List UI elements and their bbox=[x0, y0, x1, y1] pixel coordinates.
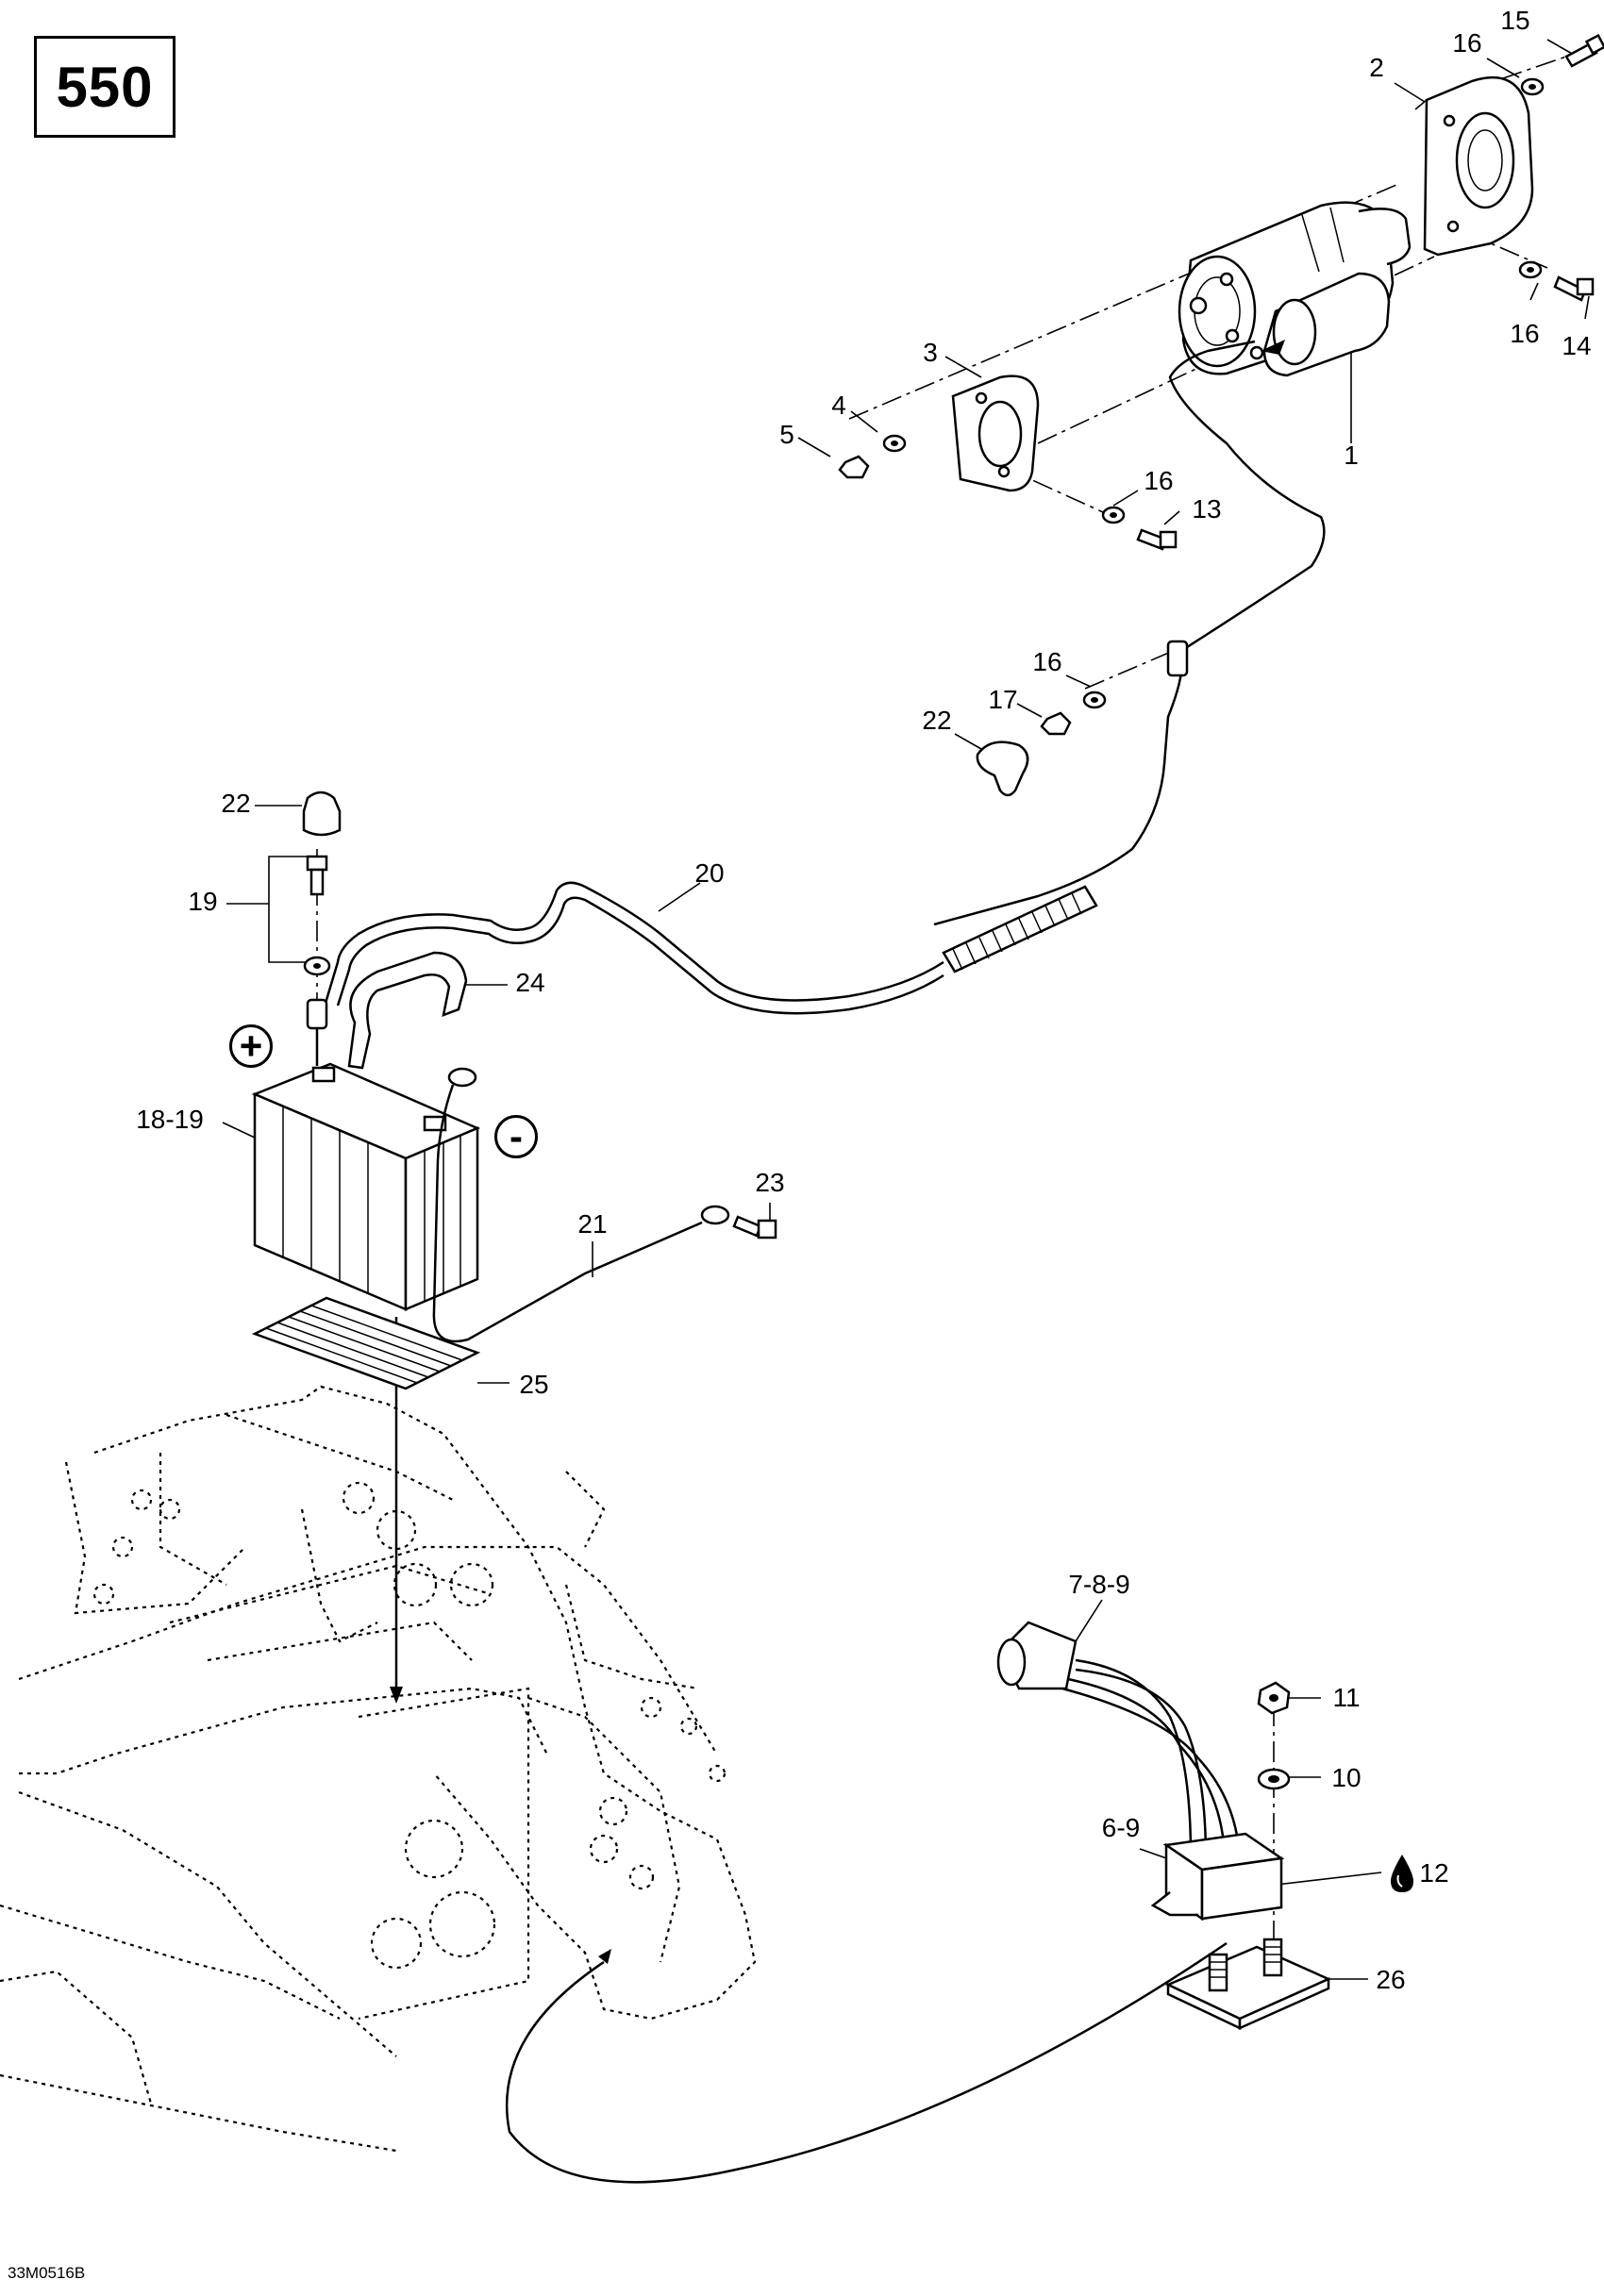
callout-23[interactable]: 23 bbox=[755, 1168, 785, 1197]
callout-16-mid[interactable]: 16 bbox=[1144, 466, 1174, 495]
wiring-harness bbox=[996, 1621, 1242, 1863]
callout-5[interactable]: 5 bbox=[779, 420, 794, 449]
callout-26[interactable]: 26 bbox=[1376, 1965, 1406, 1994]
callout-4[interactable]: 4 bbox=[831, 391, 846, 420]
routing-line bbox=[505, 1941, 1228, 2184]
starter-motor bbox=[1178, 201, 1412, 377]
support-plate bbox=[951, 374, 1040, 492]
battery-pad bbox=[251, 1296, 481, 1390]
callout-25[interactable]: 25 bbox=[519, 1370, 549, 1399]
battery-strap bbox=[347, 951, 468, 1070]
negative-cable bbox=[432, 1067, 730, 1343]
callout-17[interactable]: 17 bbox=[988, 685, 1018, 714]
mounting-bracket bbox=[1414, 75, 1534, 257]
callout-13[interactable]: 13 bbox=[1192, 494, 1222, 524]
negative-terminal-symbol: - bbox=[494, 1115, 538, 1158]
positive-cable bbox=[319, 340, 1326, 1029]
drawing-code: 33M0516B bbox=[8, 2264, 86, 2282]
chassis-frame bbox=[0, 1385, 757, 2153]
callout-16-top[interactable]: 16 bbox=[1452, 28, 1482, 58]
callout-10[interactable]: 10 bbox=[1331, 1763, 1362, 1792]
voltage-regulator bbox=[1150, 1832, 1285, 1922]
callout-16-lower[interactable]: 16 bbox=[1032, 647, 1062, 676]
callout-1[interactable]: 1 bbox=[1344, 441, 1359, 470]
mounting-plate bbox=[1164, 1938, 1332, 2030]
callout-22-lower[interactable]: 22 bbox=[922, 706, 952, 735]
battery bbox=[251, 1062, 481, 1311]
leader-lines bbox=[222, 39, 1590, 1980]
assembly-axes bbox=[316, 56, 1567, 1953]
cable-sleeve bbox=[942, 885, 1098, 973]
hardware-fasteners bbox=[302, 33, 1604, 1240]
callout-7-8-9[interactable]: 7-8-9 bbox=[1068, 1570, 1130, 1599]
callout-18-19[interactable]: 18-19 bbox=[136, 1105, 204, 1134]
terminal-cable bbox=[306, 998, 328, 1066]
oil-drop-icon bbox=[1391, 1855, 1413, 1892]
callout-15[interactable]: 15 bbox=[1500, 6, 1530, 35]
callout-6-9[interactable]: 6-9 bbox=[1101, 1813, 1141, 1842]
callout-22-top[interactable]: 22 bbox=[221, 789, 251, 818]
callout-19[interactable]: 19 bbox=[188, 887, 218, 916]
callout-12[interactable]: 12 bbox=[1419, 1858, 1449, 1888]
callout-14[interactable]: 14 bbox=[1562, 331, 1592, 360]
regulator-hardware bbox=[1257, 1681, 1291, 1790]
callout-21[interactable]: 21 bbox=[577, 1209, 608, 1239]
callout-16-right[interactable]: 16 bbox=[1510, 319, 1540, 348]
model-number-box: 550 bbox=[34, 36, 175, 138]
callout-11[interactable]: 11 bbox=[1332, 1683, 1361, 1712]
callout-20[interactable]: 20 bbox=[694, 858, 725, 888]
callout-3[interactable]: 3 bbox=[923, 338, 938, 367]
callout-24[interactable]: 24 bbox=[515, 968, 545, 997]
callout-2[interactable]: 2 bbox=[1369, 53, 1384, 82]
model-number: 550 bbox=[56, 55, 154, 119]
positive-terminal-symbol: + bbox=[229, 1024, 273, 1068]
